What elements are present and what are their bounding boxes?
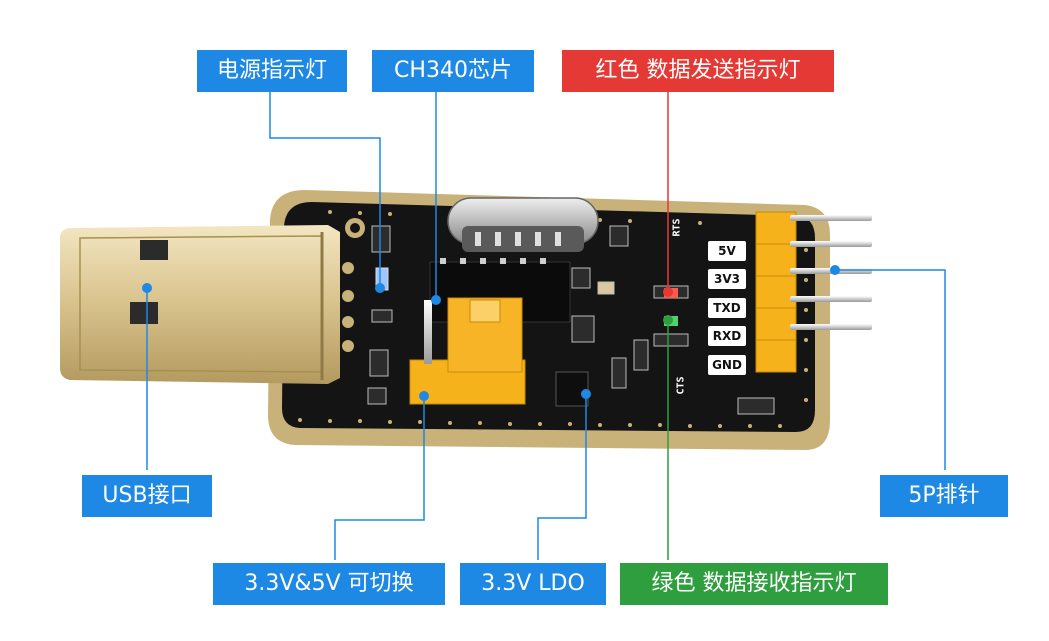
callout-header: 5P排针 [880, 475, 1008, 517]
jumper-block [409, 297, 526, 405]
pin-label-txd: TXD [708, 298, 746, 318]
leader-lines [146, 92, 946, 560]
pin-label-rxd: RXD [708, 326, 746, 346]
ldo-regulator [555, 371, 589, 407]
crystal-oscillator [447, 197, 599, 252]
rts-silkscreen: RTS [671, 218, 683, 237]
pin-header [755, 211, 872, 373]
leader-endpoints [142, 265, 840, 401]
callout-ch340: CH340芯片 [372, 50, 534, 92]
pin-label-5v: 5V [708, 241, 746, 261]
usb-plug [60, 225, 340, 384]
cts-silkscreen: CTS [675, 376, 687, 395]
callout-rx-led: 绿色 数据接收指示灯 [620, 563, 888, 605]
callout-power-led: 电源指示灯 [197, 50, 347, 92]
pin-label-gnd: GND [708, 355, 746, 375]
callout-usb: USB接口 [82, 475, 212, 517]
perimeter-vias [298, 210, 808, 428]
callout-ldo: 3.3V LDO [460, 563, 606, 605]
pin-label-3v3: 3V3 [708, 269, 746, 289]
callout-tx-led: 红色 数据发送指示灯 [562, 50, 834, 92]
smd-components [367, 225, 775, 415]
callout-switch: 3.3V&5V 可切换 [213, 563, 445, 605]
